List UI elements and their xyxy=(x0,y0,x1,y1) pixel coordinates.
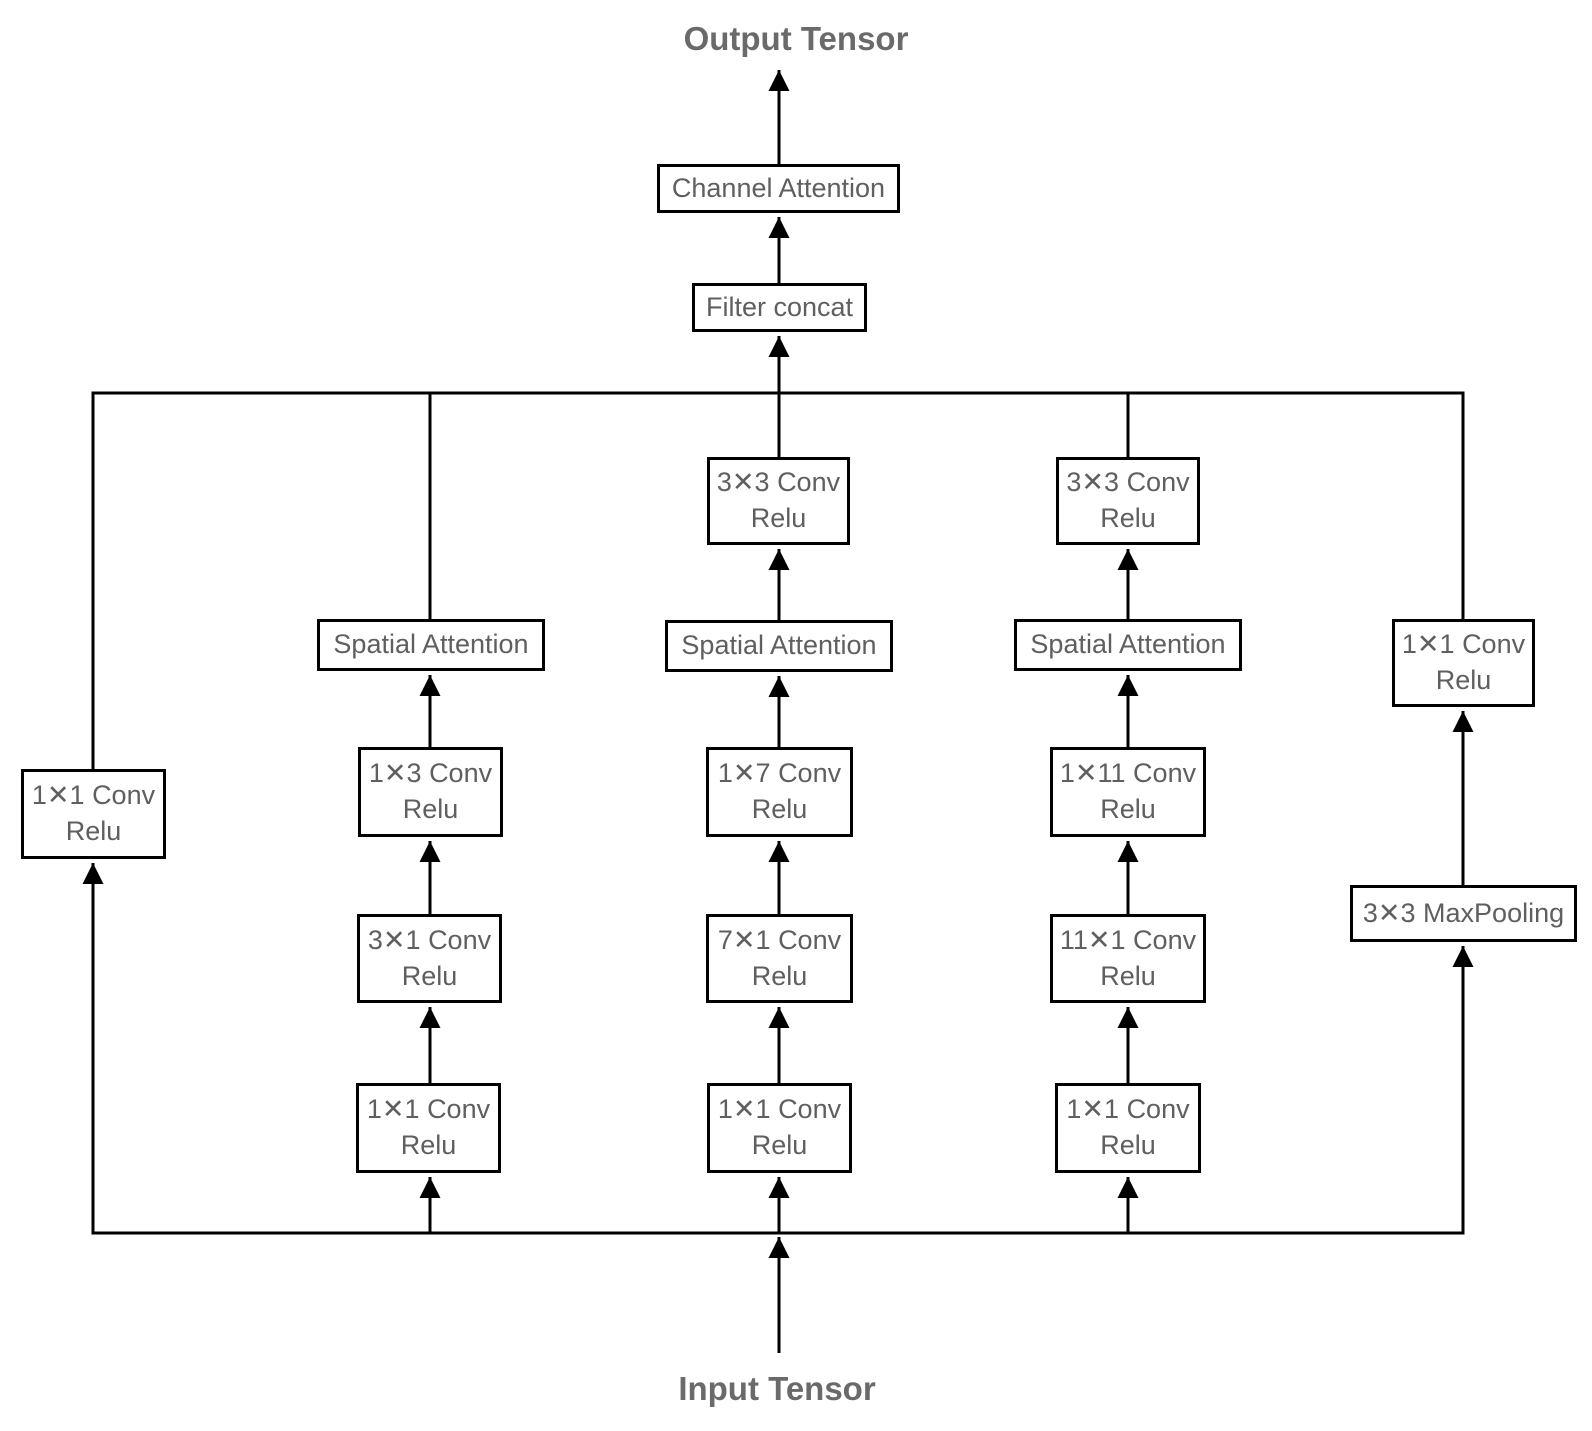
box-b2-spatial-attention: Spatial Attention xyxy=(317,619,545,671)
box-b3-spatial-attention: Spatial Attention xyxy=(665,620,893,672)
box-label: Channel Attention xyxy=(671,172,886,203)
box-label: 1✕1 Conv xyxy=(717,1094,842,1125)
box-b3-conv1x7: 1✕7 Conv Relu xyxy=(706,747,853,837)
box-label: 1✕1 Conv xyxy=(366,1094,491,1125)
output-tensor-label: Output Tensor xyxy=(683,20,909,57)
box-label: 1✕7 Conv xyxy=(717,758,842,789)
box-label: 3✕3 Conv xyxy=(1066,467,1190,498)
box-sublabel: Relu xyxy=(401,960,458,991)
box-b4-conv11x1: 11✕1 Conv Relu xyxy=(1050,914,1206,1003)
box-sublabel: Relu xyxy=(1100,794,1156,824)
box-label: Spatial Attention xyxy=(333,629,529,660)
box-label: 7✕1 Conv xyxy=(717,924,842,955)
box-label: 3✕3 Conv xyxy=(716,467,841,498)
box-label: Spatial Attention xyxy=(1030,629,1226,660)
box-label: 3✕1 Conv xyxy=(367,924,492,955)
box-b3-conv7x1: 7✕1 Conv Relu xyxy=(706,914,853,1003)
box-b5-conv1x1: 1✕1 Conv Relu xyxy=(1392,619,1535,707)
box-sublabel: Relu xyxy=(751,794,808,824)
box-filter-concat: Filter concat xyxy=(692,283,867,332)
box-b4-conv3x3: 3✕3 Conv Relu xyxy=(1056,457,1200,545)
box-label: Filter concat xyxy=(705,291,854,322)
box-b2-conv3x1: 3✕1 Conv Relu xyxy=(357,914,502,1003)
box-b4-spatial-attention: Spatial Attention xyxy=(1014,619,1242,671)
box-sublabel: Relu xyxy=(751,1130,808,1160)
box-b4-conv1x1: 1✕1 Conv Relu xyxy=(1055,1083,1201,1173)
box-label: 11✕1 Conv xyxy=(1059,924,1197,955)
box-label: 1✕1 Conv xyxy=(1066,1094,1190,1125)
box-sublabel: Relu xyxy=(402,794,459,824)
box-b1-conv1x1: 1✕1 Conv Relu xyxy=(21,769,166,859)
box-label: 1✕3 Conv xyxy=(368,758,493,789)
box-label: 1✕11 Conv xyxy=(1059,758,1197,789)
box-b3-conv3x3: 3✕3 Conv Relu xyxy=(707,457,850,545)
box-label: 1✕1 Conv xyxy=(31,780,156,811)
box-sublabel: Relu xyxy=(65,816,122,846)
box-sublabel: Relu xyxy=(750,503,807,533)
box-label: 1✕1 Conv xyxy=(1401,629,1526,660)
input-tensor-label: Input Tensor xyxy=(678,1370,876,1407)
box-b3-conv1x1: 1✕1 Conv Relu xyxy=(707,1083,852,1173)
box-b5-maxpooling: 3✕3 MaxPooling xyxy=(1350,885,1577,942)
box-sublabel: Relu xyxy=(1100,503,1156,533)
box-sublabel: Relu xyxy=(1100,960,1156,991)
box-b4-conv1x11: 1✕11 Conv Relu xyxy=(1050,747,1206,837)
box-channel-attention: Channel Attention xyxy=(657,164,900,213)
box-b2-conv1x1: 1✕1 Conv Relu xyxy=(356,1083,501,1173)
box-label: 3✕3 MaxPooling xyxy=(1362,897,1565,928)
box-b2-conv1x3: 1✕3 Conv Relu xyxy=(358,747,503,837)
box-sublabel: Relu xyxy=(1100,1130,1156,1160)
box-sublabel: Relu xyxy=(400,1130,457,1160)
box-sublabel: Relu xyxy=(751,960,808,991)
box-label: Spatial Attention xyxy=(681,630,877,661)
box-sublabel: Relu xyxy=(1435,665,1492,695)
